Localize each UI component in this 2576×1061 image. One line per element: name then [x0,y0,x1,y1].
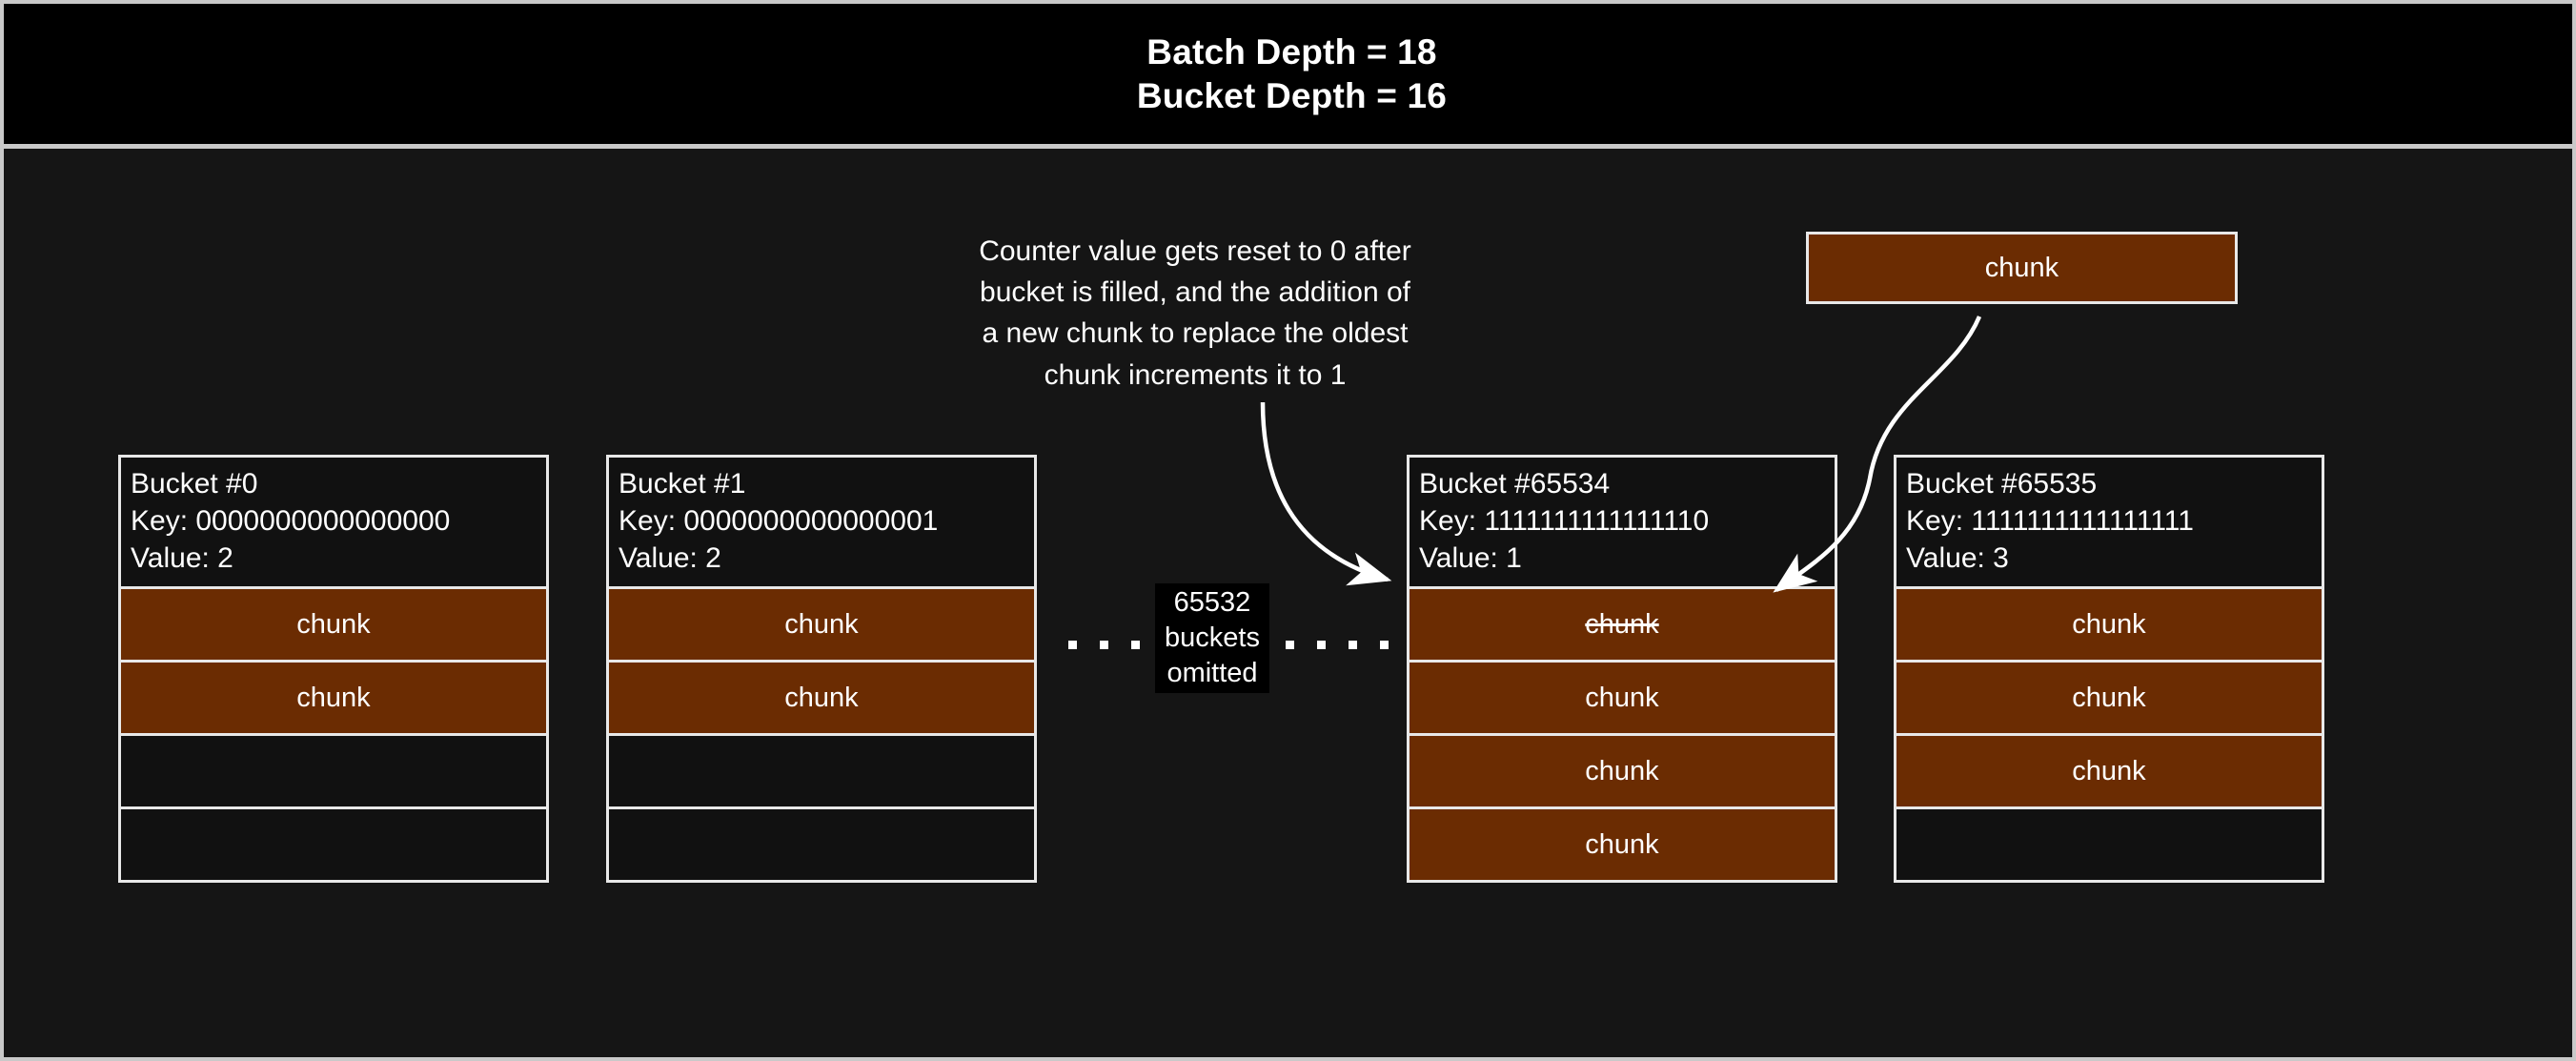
bucket-0-key: Key: 0000000000000000 [131,505,451,537]
bucket-65535-index: Bucket #65535 [1906,468,2098,500]
bucket-0-slot-3[interactable] [121,806,546,880]
bucket-1-header: Bucket #1 Key: 0000000000000001 Value: 2 [609,458,1034,586]
bucket-1-slot-1[interactable]: chunk [609,660,1034,733]
omitted-dots-right [1286,641,1389,649]
bucket-0-slot-1[interactable]: chunk [121,660,546,733]
batch-depth-label: Batch Depth = 18 [1146,31,1437,71]
bucket-65534-index: Bucket #65534 [1419,468,1611,500]
annotation-arrow [1260,401,1392,586]
bucket-0-index: Bucket #0 [131,468,258,500]
header-band: Batch Depth = 18 Bucket Depth = 16 [4,4,2572,149]
new-chunk-box[interactable]: chunk [1806,232,2238,304]
bucket-65534[interactable]: Bucket #65534 Key: 1111111111111110 Valu… [1407,455,1837,883]
bucket-65534-slot-1[interactable]: chunk [1410,660,1835,733]
omitted-word-omitted: omitted [1166,658,1258,689]
bucket-1-slot-3[interactable] [609,806,1034,880]
dot-icon [1286,641,1294,649]
bucket-0-slot-2[interactable] [121,733,546,806]
bucket-65535-slot-3[interactable] [1897,806,2322,880]
counter-annotation: Counter value gets reset to 0 after buck… [919,231,1471,396]
dot-icon [1380,641,1389,649]
bucket-65535-key: Key: 1111111111111111 [1906,505,2194,537]
bucket-1-index: Bucket #1 [619,468,746,500]
bucket-65534-slot-2[interactable]: chunk [1410,733,1835,806]
bucket-65534-slot-0[interactable]: chunk [1410,586,1835,660]
bucket-1-value: Value: 2 [619,542,721,574]
new-chunk-label: chunk [1984,252,2059,283]
dot-icon [1317,641,1326,649]
omitted-buckets-note: 65532 buckets omitted [1155,583,1269,694]
omitted-word-buckets: buckets [1165,622,1260,654]
dot-icon [1100,641,1108,649]
bucket-0-header: Bucket #0 Key: 0000000000000000 Value: 2 [121,458,546,586]
dot-icon [1131,641,1140,649]
bucket-65535-slot-1[interactable]: chunk [1897,660,2322,733]
bucket-65535-slot-2[interactable]: chunk [1897,733,2322,806]
bucket-0-slot-0[interactable]: chunk [121,586,546,660]
bucket-65534-value: Value: 1 [1419,542,1522,574]
bucket-65534-key: Key: 1111111111111110 [1419,505,1710,537]
bucket-65535[interactable]: Bucket #65535 Key: 1111111111111111 Valu… [1894,455,2324,883]
bucket-1[interactable]: Bucket #1 Key: 0000000000000001 Value: 2… [606,455,1037,883]
bucket-65535-slot-0[interactable]: chunk [1897,586,2322,660]
bucket-1-slot-2[interactable] [609,733,1034,806]
bucket-65535-header: Bucket #65535 Key: 1111111111111111 Valu… [1897,458,2322,586]
annotation-line-1: Counter value gets reset to 0 after [979,235,1411,267]
bucket-0[interactable]: Bucket #0 Key: 0000000000000000 Value: 2… [118,455,549,883]
bucket-65534-header: Bucket #65534 Key: 1111111111111110 Valu… [1410,458,1835,586]
dot-icon [1349,641,1357,649]
bucket-0-value: Value: 2 [131,542,233,574]
bucket-depth-label: Bucket Depth = 16 [1136,75,1448,115]
dot-icon [1068,641,1077,649]
annotation-line-4: chunk increments it to 1 [1044,358,1347,391]
bucket-1-slot-0[interactable]: chunk [609,586,1034,660]
bucket-65534-slot-3[interactable]: chunk [1410,806,1835,880]
annotation-line-3: a new chunk to replace the oldest [982,317,1409,350]
bucket-1-key: Key: 0000000000000001 [619,505,939,537]
annotation-line-2: bucket is filled, and the addition of [980,276,1410,309]
omitted-count: 65532 [1173,587,1251,618]
bucket-65535-value: Value: 3 [1906,542,2009,574]
